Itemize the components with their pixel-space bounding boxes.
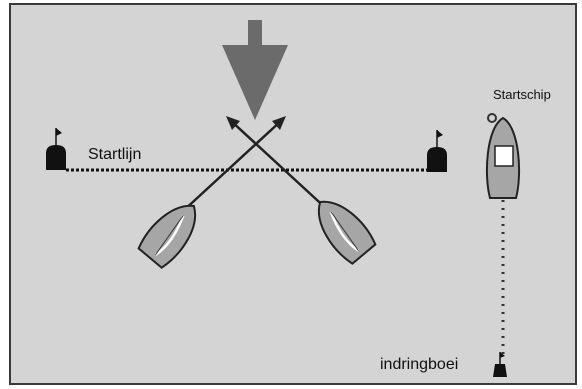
intruder-buoy-icon	[493, 352, 507, 377]
arrowhead-right-boat	[226, 116, 240, 130]
pin-buoy-right-icon	[427, 130, 447, 172]
committee-boat-label: Startschip	[493, 87, 551, 102]
start-line-label: Startlijn	[88, 146, 142, 163]
intruder-buoy-label: indringboei	[380, 356, 459, 373]
committee-boat-icon	[485, 113, 521, 199]
arrowhead-left-boat	[272, 116, 286, 130]
sailboat-right-icon	[317, 200, 377, 265]
sailboat-left-icon	[137, 204, 197, 269]
course-line-right-boat	[229, 119, 331, 213]
course-line-left-boat	[181, 119, 283, 213]
wind-arrow-icon	[222, 20, 288, 120]
pin-buoy-left-icon	[46, 128, 66, 170]
diagram-frame	[9, 3, 577, 385]
